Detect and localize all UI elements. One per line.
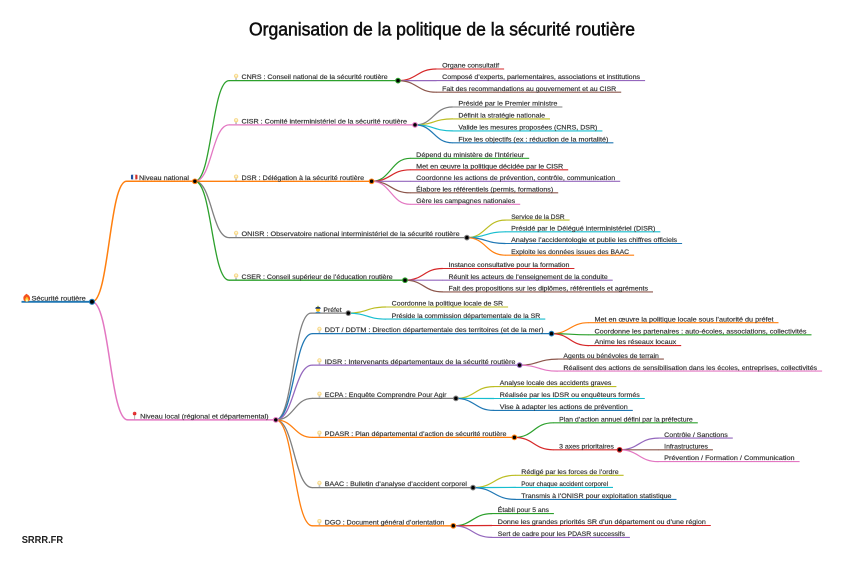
- svg-text:DSR : Délégation à la sécurité: DSR : Délégation à la sécurité routière: [242, 175, 365, 182]
- svg-text:Organisation de la politique d: Organisation de la politique de la sécur…: [249, 19, 635, 40]
- svg-text:Niveau national: Niveau national: [139, 175, 190, 182]
- svg-text:Coordonne la politique locale: Coordonne la politique locale de SR: [392, 301, 503, 308]
- svg-text:Rédigé par les forces de l’ord: Rédigé par les forces de l’ordre: [521, 469, 619, 476]
- svg-text:Niveau local (régional et dépa: Niveau local (régional et départemental): [140, 414, 268, 421]
- svg-text:Plan d’action annuel défini pa: Plan d’action annuel défini par la préfe…: [559, 416, 693, 423]
- svg-text:IDSR : Intervenants départemen: IDSR : Intervenants départementaux de la…: [325, 359, 516, 366]
- svg-text:Établi pour 5 ans: Établi pour 5 ans: [498, 505, 550, 514]
- svg-text:Met en œuvre la politique loca: Met en œuvre la politique locale sous l’…: [595, 316, 774, 323]
- svg-text:Met en œuvre la politique déci: Met en œuvre la politique décidée par le…: [416, 164, 563, 171]
- svg-text:Sert de cadre pour les PDASR s: Sert de cadre pour les PDASR successifs: [498, 531, 626, 538]
- svg-text:Infrastructures: Infrastructures: [664, 443, 708, 450]
- svg-text:Élabore les référentiels (perm: Élabore les référentiels (permis, format…: [416, 185, 553, 194]
- svg-text:Donne les grandes priorités SR: Donne les grandes priorités SR d’un dépa…: [498, 519, 706, 526]
- svg-text:BAAC : Bulletin d’analyse d’ac: BAAC : Bulletin d’analyse d’accident cor…: [325, 481, 468, 488]
- svg-text:Coordonne les partenaires : au: Coordonne les partenaires : auto-écoles,…: [595, 328, 808, 335]
- svg-text:Réalisent des actions de sensi: Réalisent des actions de sensibilisation…: [563, 365, 817, 372]
- svg-text:Contrôle / Sanctions: Contrôle / Sanctions: [664, 432, 728, 439]
- svg-text:Présidé par le Premier ministr: Présidé par le Premier ministre: [458, 101, 557, 108]
- svg-text:Préfet: Préfet: [323, 307, 341, 314]
- svg-text:CISR : Comité interministériel: CISR : Comité interministériel de la séc…: [242, 119, 408, 126]
- svg-text:DGO : Document général d’orien: DGO : Document général d’orientation: [325, 519, 445, 526]
- svg-text:Dépend du ministère de l’Intér: Dépend du ministère de l’Intérieur: [416, 152, 525, 159]
- svg-text:Agents ou bénévoles de terrain: Agents ou bénévoles de terrain: [563, 353, 659, 360]
- svg-text:Organe consultatif: Organe consultatif: [442, 63, 499, 70]
- svg-text:Composé d’experts, parlementai: Composé d’experts, parlementaires, assoc…: [442, 74, 641, 81]
- svg-text:Transmis à l’ONISR pour exploi: Transmis à l’ONISR pour exploitation sta…: [521, 493, 671, 500]
- svg-text:Instance consultative pour la: Instance consultative pour la formation: [449, 262, 570, 269]
- svg-text:Fait des recommandations au go: Fait des recommandations au gouvernement…: [442, 86, 616, 93]
- svg-text:Fait des propositions sur les: Fait des propositions sur les diplômes, …: [449, 286, 649, 293]
- svg-text:Gère les campagnes nationales: Gère les campagnes nationales: [416, 198, 516, 205]
- svg-text:SRRR.FR: SRRR.FR: [22, 535, 64, 546]
- svg-text:Service de la DSR: Service de la DSR: [511, 214, 564, 221]
- svg-text:Pour chaque accident corporel: Pour chaque accident corporel: [521, 481, 608, 488]
- svg-text:DDT / DDTM : Direction départe: DDT / DDTM : Direction départementale de…: [325, 327, 544, 334]
- svg-text:Analyse locale des accidents g: Analyse locale des accidents graves: [500, 380, 612, 387]
- svg-text:ECPA : Enquête Comprendre Pour: ECPA : Enquête Comprendre Pour Agir: [325, 392, 447, 399]
- svg-text:CNRS : Conseil national de la: CNRS : Conseil national de la sécurité r…: [242, 74, 388, 81]
- svg-text:Valide les mesures proposées (: Valide les mesures proposées (CNRS, DSR): [458, 125, 597, 132]
- svg-text:CSER : Conseil supérieur de l’: CSER : Conseil supérieur de l’éducation …: [242, 274, 393, 281]
- svg-text:3 axes prioritaires: 3 axes prioritaires: [559, 443, 614, 450]
- svg-text:Réalisée par les IDSR ou enquê: Réalisée par les IDSR ou enquêteurs form…: [500, 392, 641, 399]
- svg-text:ONISR : Observatoire national: ONISR : Observatoire national interminis…: [242, 231, 460, 238]
- svg-text:Vise à adapter les actions de: Vise à adapter les actions de prévention: [500, 404, 628, 411]
- svg-text:Sécurité routière: Sécurité routière: [32, 295, 87, 302]
- svg-text:PDASR : Plan départemental d’a: PDASR : Plan départemental d’action de s…: [325, 431, 507, 438]
- svg-text:Analyse l’accidentologie et pu: Analyse l’accidentologie et publie les c…: [511, 237, 678, 244]
- svg-text:Coordonne les actions de préve: Coordonne les actions de prévention, con…: [416, 175, 615, 182]
- svg-text:Définit la stratégie nationale: Définit la stratégie nationale: [458, 113, 545, 120]
- svg-text:Réunit les acteurs de l’enseig: Réunit les acteurs de l’enseignement de …: [449, 274, 608, 281]
- svg-text:Anime les réseaux locaux: Anime les réseaux locaux: [595, 339, 677, 346]
- svg-text:Préside la commission départem: Préside la commission départementale de …: [392, 313, 541, 320]
- svg-text:Exploite les données issues de: Exploite les données issues des BAAC: [511, 249, 629, 256]
- svg-text:Présidé par le Délégué intermi: Présidé par le Délégué interministériel …: [511, 226, 655, 233]
- svg-text:Fixe les objectifs (ex : réduc: Fixe les objectifs (ex : réduction de la…: [458, 137, 608, 144]
- svg-text:Prévention / Formation / Commu: Prévention / Formation / Communication: [664, 455, 795, 462]
